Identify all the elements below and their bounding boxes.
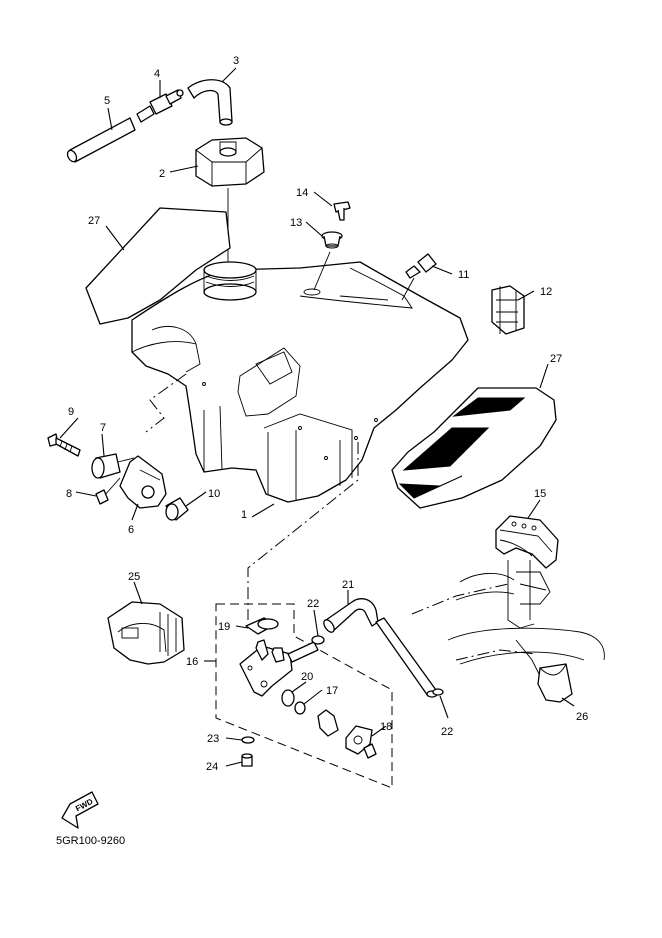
callout-labels: 1 2 3 4 5 6 7 8 9 10 11 12 13 14 15 16 1… bbox=[66, 55, 588, 773]
callout-2: 2 bbox=[159, 168, 165, 180]
callout-11: 11 bbox=[458, 269, 469, 281]
part-5-breather-pipe bbox=[66, 117, 136, 163]
callout-10: 10 bbox=[208, 488, 220, 500]
leader-lines bbox=[59, 67, 575, 767]
callout-7: 7 bbox=[100, 422, 106, 434]
part-12-clip bbox=[491, 285, 525, 335]
callout-27-left: 27 bbox=[88, 215, 100, 227]
callout-21: 21 bbox=[342, 579, 354, 591]
fuel-cock bbox=[239, 639, 319, 697]
callout-22-lower: 22 bbox=[441, 726, 453, 738]
callout-16: 16 bbox=[186, 656, 198, 668]
part-10-collar bbox=[165, 497, 189, 521]
part-11-bolt bbox=[405, 253, 437, 279]
part-2-fuel-cap bbox=[195, 137, 265, 187]
callout-25: 25 bbox=[128, 571, 140, 583]
part-3-breather-hose bbox=[187, 79, 233, 126]
callout-19: 19 bbox=[218, 621, 230, 633]
part-15-clamp bbox=[495, 515, 559, 569]
callout-27-right: 27 bbox=[550, 353, 562, 365]
part-24-bolt bbox=[241, 753, 253, 767]
part-25-cover bbox=[107, 601, 185, 665]
part-27-right-decal bbox=[391, 387, 557, 509]
callout-20: 20 bbox=[301, 671, 313, 683]
callout-13: 13 bbox=[290, 217, 302, 229]
callout-22-upper: 22 bbox=[307, 598, 319, 610]
part-8-screw bbox=[95, 489, 109, 505]
frame-outline bbox=[411, 560, 605, 677]
part-7-damper bbox=[91, 453, 135, 479]
callout-14: 14 bbox=[296, 187, 308, 199]
callout-3: 3 bbox=[233, 55, 239, 67]
part-21-fuel-hose bbox=[323, 598, 438, 698]
diagram-code: 5GR100-9260 bbox=[56, 835, 125, 847]
callout-18: 18 bbox=[380, 721, 392, 733]
part-19-strainer bbox=[245, 617, 279, 635]
part-16-assembly-box bbox=[215, 603, 393, 789]
callout-8: 8 bbox=[66, 488, 72, 500]
part-20-o-ring bbox=[281, 689, 295, 707]
part-26-cushion bbox=[537, 663, 573, 703]
callout-24: 24 bbox=[206, 761, 218, 773]
part-4-check-valve bbox=[136, 89, 184, 123]
callout-4: 4 bbox=[154, 68, 160, 80]
part-22-clip-upper bbox=[311, 635, 325, 645]
part-23-washer bbox=[241, 736, 255, 744]
part-6-bracket bbox=[119, 455, 167, 509]
part-18-plate-screw bbox=[345, 725, 377, 759]
part-27-left-decal bbox=[85, 207, 231, 325]
part-17-gasket bbox=[294, 701, 306, 715]
callout-1: 1 bbox=[241, 509, 247, 521]
callout-12: 12 bbox=[540, 286, 552, 298]
fuel-cock-lever bbox=[317, 709, 339, 737]
callout-23: 23 bbox=[207, 733, 219, 745]
callout-5: 5 bbox=[104, 95, 110, 107]
callout-15: 15 bbox=[534, 488, 546, 500]
callout-26: 26 bbox=[576, 711, 588, 723]
callout-9: 9 bbox=[68, 406, 74, 418]
part-22-clip-lower bbox=[432, 688, 444, 696]
part-13-collar bbox=[321, 231, 343, 249]
part-14-screw bbox=[333, 201, 351, 221]
part-1-fuel-tank bbox=[131, 261, 469, 503]
part-9-bolt bbox=[47, 433, 81, 457]
callout-6: 6 bbox=[128, 524, 134, 536]
fwd-arrow-icon: FWD bbox=[61, 791, 99, 829]
callout-17: 17 bbox=[326, 685, 338, 697]
